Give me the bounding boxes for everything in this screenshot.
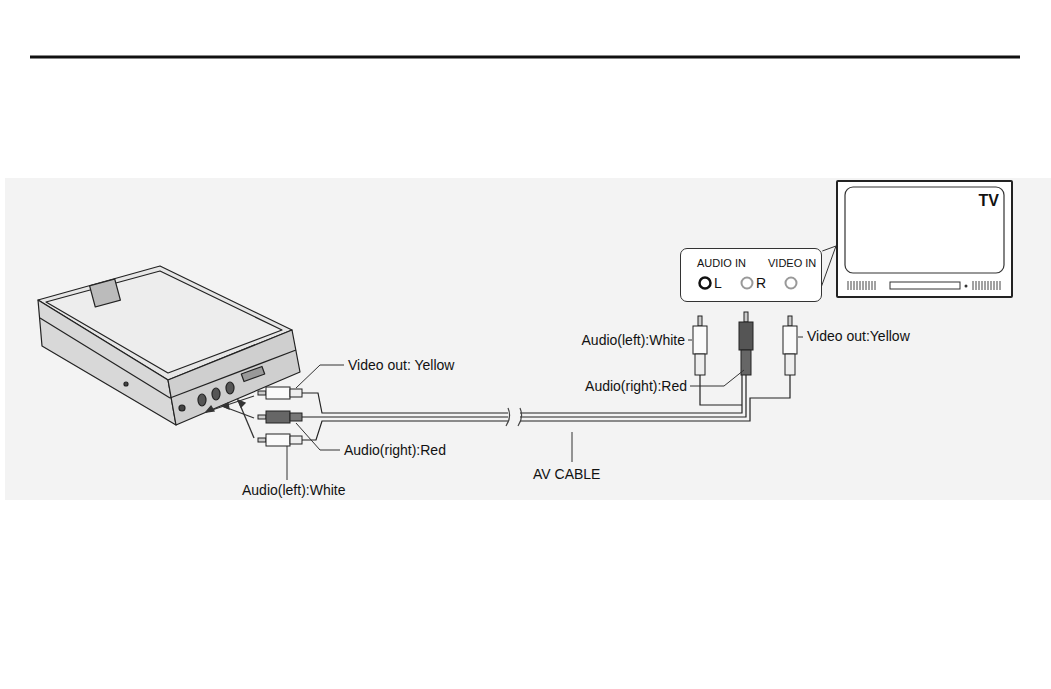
speaker-grille xyxy=(994,281,995,290)
plug-label: Audio(right):Red xyxy=(584,378,688,394)
speaker-grille xyxy=(973,281,974,290)
tv-screen xyxy=(845,187,1004,273)
speaker-grille xyxy=(976,281,977,290)
speaker-grille xyxy=(991,281,992,290)
port-group: VIDEO IN xyxy=(768,257,816,269)
speaker-grille xyxy=(982,281,983,290)
speaker-grille xyxy=(863,281,864,290)
speaker-grille xyxy=(854,281,855,290)
speaker-grille xyxy=(988,281,989,290)
speaker-grille xyxy=(869,281,870,290)
rca-jack xyxy=(742,278,753,289)
speaker-grille xyxy=(872,281,873,290)
speaker-grille xyxy=(866,281,867,290)
dvd-player xyxy=(38,266,300,425)
plug-label: Audio(left):White xyxy=(581,332,686,348)
rca-jack xyxy=(786,278,797,289)
av-cable xyxy=(302,375,790,440)
speaker-grille xyxy=(985,281,986,290)
tv-plugs xyxy=(693,312,797,375)
ground-band xyxy=(5,178,1051,500)
plug-label: Audio(right):Red xyxy=(343,442,447,458)
tv-control-strip xyxy=(890,282,960,289)
tv-set: TV xyxy=(836,180,1013,298)
speaker-grille xyxy=(857,281,858,290)
speaker-grille xyxy=(860,281,861,290)
speaker-grille xyxy=(979,281,980,290)
rca-jack xyxy=(700,278,711,289)
player-plugs xyxy=(258,387,302,446)
tv-indicator xyxy=(965,285,968,288)
device-name: TV xyxy=(979,192,999,210)
top-rule xyxy=(30,56,1020,59)
speaker-grille xyxy=(848,281,849,290)
plug-label: Audio(left):White xyxy=(241,482,346,498)
channel-letter: R xyxy=(756,276,766,291)
speaker-grille xyxy=(1000,281,1001,290)
speaker-grille xyxy=(875,281,876,290)
plug-label: Video out: Yellow xyxy=(347,357,455,373)
plug-label: Video out:Yellow xyxy=(806,328,911,344)
speaker-grille xyxy=(997,281,998,290)
cable-label: AV CABLE xyxy=(532,466,601,482)
jack-panel: AUDIO IN VIDEO IN L R xyxy=(680,248,822,302)
callout-line xyxy=(822,246,836,251)
port-group: AUDIO IN xyxy=(697,257,746,269)
jack-drawing xyxy=(681,249,817,301)
leader-lines xyxy=(287,246,836,480)
speaker-grille xyxy=(851,281,852,290)
channel-letter: L xyxy=(714,276,722,291)
insert-arrows xyxy=(206,396,254,438)
